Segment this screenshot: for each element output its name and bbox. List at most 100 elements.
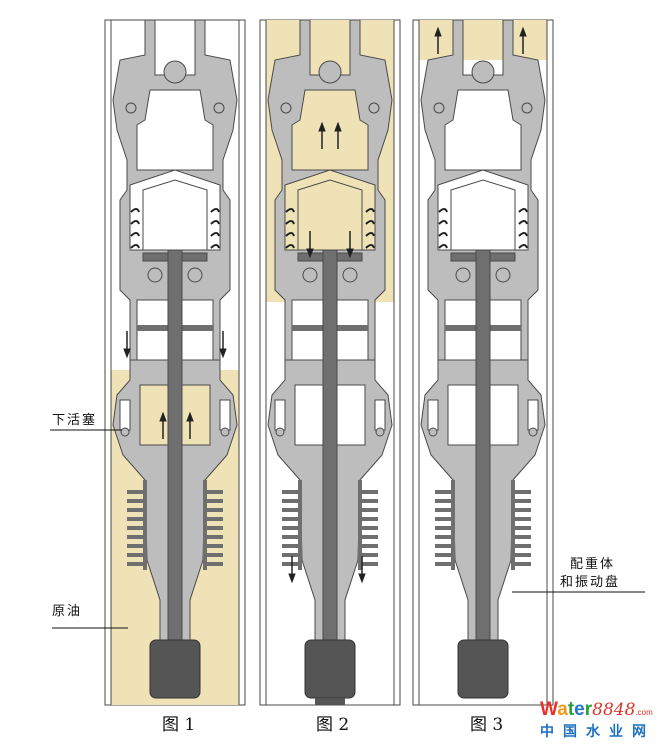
valve-chamber	[444, 89, 522, 171]
spring-left	[438, 220, 448, 225]
spring-left	[285, 220, 295, 225]
ball-valve-right	[342, 267, 358, 283]
fin-left	[127, 517, 145, 521]
fin-right	[360, 508, 378, 512]
fin-right	[513, 553, 531, 557]
fin-right	[360, 490, 378, 494]
fin-right	[513, 544, 531, 548]
bottom-block	[149, 639, 201, 699]
fin-right	[513, 535, 531, 539]
fin-left	[127, 526, 145, 530]
label-counterweight-2: 和振动盘	[560, 575, 621, 590]
spring-right	[365, 220, 375, 225]
fin-left	[282, 544, 300, 548]
fin-left	[127, 490, 145, 494]
bottom-block	[304, 639, 356, 699]
valve-chamber	[136, 89, 214, 171]
spring-right	[518, 232, 528, 237]
piston-chamber-inner	[297, 179, 363, 251]
oil-fill	[419, 20, 547, 60]
central-rod	[475, 249, 491, 641]
flow-arrow-up-left-head	[159, 411, 167, 422]
watermark-logo: Water8848.com 中国水业网	[540, 699, 655, 741]
fin-spine-right	[511, 480, 515, 570]
flow-arrow-up-left-head	[434, 26, 442, 37]
spring-left	[285, 244, 295, 249]
flow-arrow-down-right-head	[219, 348, 227, 359]
caption-figure-2: 图 2	[316, 715, 350, 735]
flow-arrow-burst-right-head	[334, 121, 342, 132]
fin-right	[360, 526, 378, 530]
spring-right	[518, 244, 528, 249]
lower-ball-left	[120, 427, 130, 437]
central-rod	[322, 249, 338, 641]
flow-arrow-down-right-head	[346, 248, 354, 259]
lower-piston-left	[119, 399, 131, 431]
flow-arrow-down-lower-left-head	[288, 573, 296, 584]
spring-left	[130, 244, 140, 249]
fin-left	[127, 508, 145, 512]
fin-right	[360, 517, 378, 521]
side-ball-left	[433, 102, 445, 114]
fin-right	[205, 553, 223, 557]
caption-figure-1: 图 1	[162, 715, 196, 735]
fin-right	[205, 544, 223, 548]
spring-left	[438, 244, 448, 249]
fin-spine-right	[358, 480, 362, 570]
fin-right	[513, 508, 531, 512]
ball-valve-right	[187, 267, 203, 283]
piston-chamber-inner	[450, 179, 516, 251]
spring-left	[130, 220, 140, 225]
fin-right	[205, 535, 223, 539]
lower-ball-left	[428, 427, 438, 437]
fin-left	[435, 508, 453, 512]
fin-left	[282, 517, 300, 521]
spring-left	[438, 208, 448, 213]
bottom-block	[457, 639, 509, 699]
fin-right	[360, 544, 378, 548]
fin-left	[435, 490, 453, 494]
fin-right	[513, 499, 531, 503]
lower-ball-right	[528, 427, 538, 437]
fin-right	[205, 490, 223, 494]
fin-left	[435, 553, 453, 557]
lower-piston-left	[427, 399, 439, 431]
spring-right	[518, 220, 528, 225]
lower-ball-left	[275, 427, 285, 437]
label-counterweight-1: 配重体	[570, 557, 616, 572]
central-rod	[167, 249, 183, 641]
piston-chamber-inner	[142, 179, 208, 251]
flow-arrow-down-left-head	[123, 348, 131, 359]
lower-piston-left	[274, 399, 286, 431]
fin-right	[360, 562, 378, 566]
valve-chamber	[291, 89, 369, 171]
lower-piston-right	[527, 399, 539, 431]
fin-left	[282, 535, 300, 539]
fin-spine-left	[298, 480, 302, 570]
side-ball-right	[213, 102, 225, 114]
fin-spine-left	[143, 480, 147, 570]
fin-right	[360, 535, 378, 539]
fin-right	[513, 490, 531, 494]
ball-valve-left	[147, 267, 163, 283]
spring-right	[365, 244, 375, 249]
ball-valve-upper	[318, 60, 342, 84]
flow-arrow-burst-left-head	[318, 121, 326, 132]
fin-left	[127, 562, 145, 566]
spring-right	[365, 232, 375, 237]
fin-left	[127, 553, 145, 557]
ball-valve-left	[455, 267, 471, 283]
bottom-rod	[315, 698, 345, 705]
ball-valve-right	[495, 267, 511, 283]
ball-valve-left	[302, 267, 318, 283]
fin-left	[435, 535, 453, 539]
spring-right	[210, 220, 220, 225]
fin-right	[513, 517, 531, 521]
fin-right	[360, 553, 378, 557]
fin-left	[127, 544, 145, 548]
fin-right	[205, 499, 223, 503]
fin-left	[282, 499, 300, 503]
side-ball-left	[280, 102, 292, 114]
spring-right	[210, 208, 220, 213]
